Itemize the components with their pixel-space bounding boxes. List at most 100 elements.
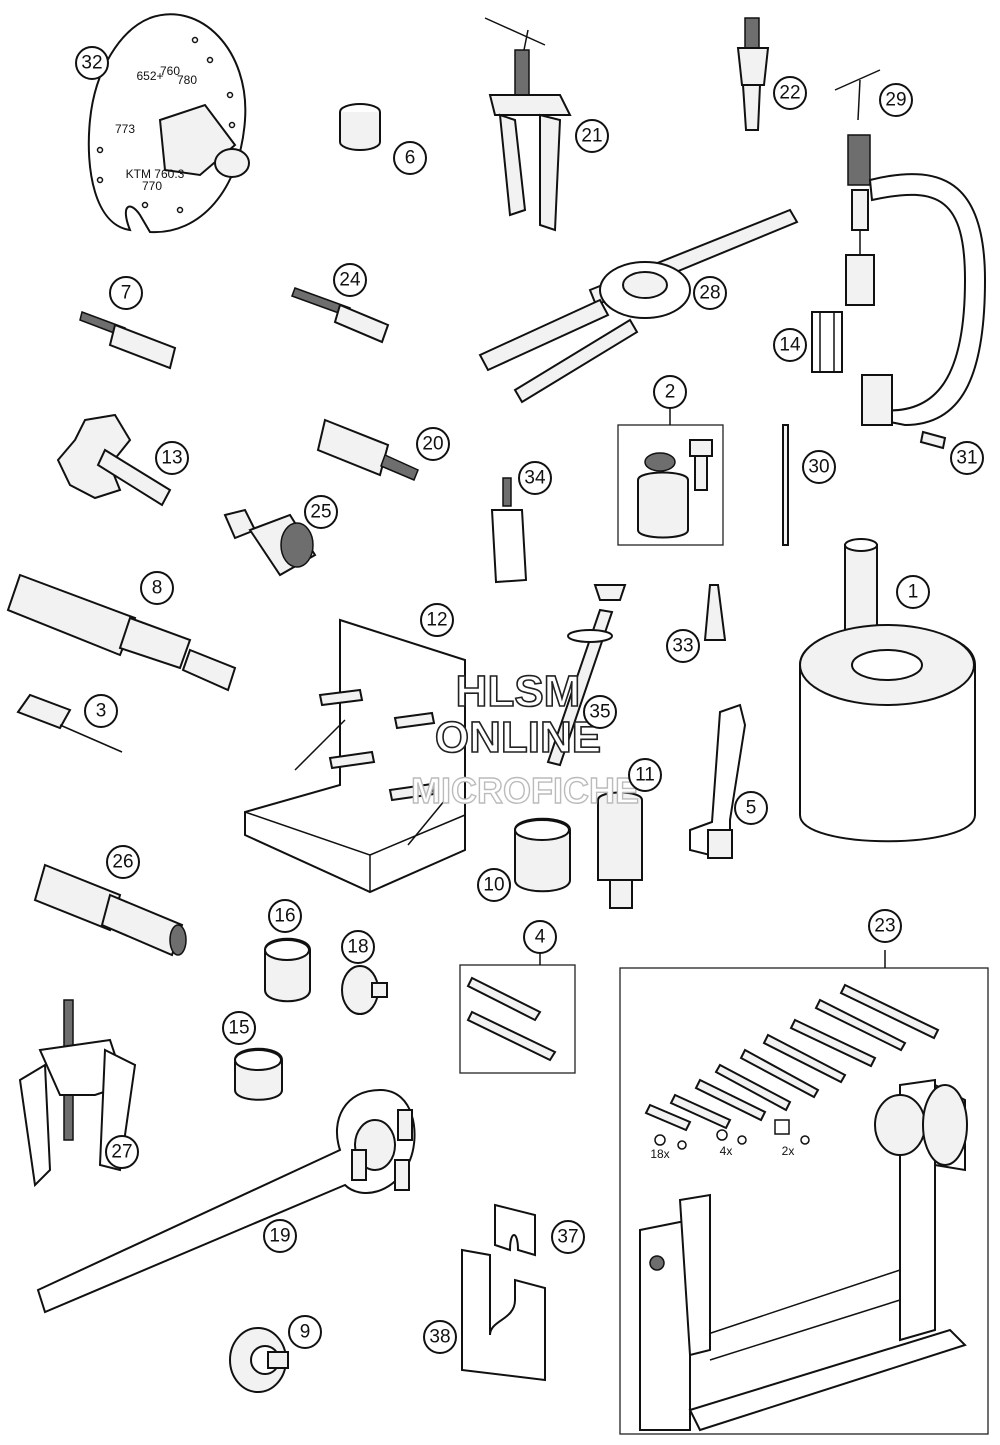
part-27-puller [18,999,137,1188]
part-23-quantities: 18x 4x 2x [650,1144,794,1161]
callout-5: 5 [734,791,768,825]
svg-text:26: 26 [112,852,133,873]
svg-text:7: 7 [121,283,132,304]
part-30-rod [782,424,789,546]
part-7-pin [79,311,177,370]
callout-24: 24 [333,263,367,297]
part-37-plate [494,1203,536,1257]
svg-text:29: 29 [885,90,906,111]
part-38-block [461,1248,546,1382]
part-31-cone [919,430,947,450]
part-11-drift [597,791,643,909]
svg-text:27: 27 [111,1142,132,1163]
callout-35: 35 [583,695,617,729]
svg-text:11: 11 [635,765,655,786]
quantity-4x: 4x [720,1144,733,1158]
callout-1: 1 [896,575,930,609]
part-10-sleeve [514,817,571,893]
svg-text:31: 31 [956,448,977,469]
part-4-bolt-kit [459,950,576,1074]
plate-mark-760: 760 [160,64,180,78]
svg-text:24: 24 [339,270,361,291]
svg-text:15: 15 [228,1018,249,1039]
svg-text:22: 22 [779,83,800,104]
plate-mark-780: 780 [177,73,197,87]
callout-27: 27 [105,1135,139,1169]
svg-text:3: 3 [96,701,107,722]
part-13-knob-tool [56,413,172,507]
svg-text:2: 2 [665,382,676,403]
part-5-bracket [689,703,747,859]
part-2-kit-box [617,406,724,546]
svg-text:35: 35 [589,702,610,723]
quantity-2x: 2x [782,1144,795,1158]
svg-text:19: 19 [269,1226,290,1247]
svg-text:16: 16 [274,906,295,927]
part-15-ring [234,1047,283,1101]
plate-mark-652: 652+ [136,69,163,83]
svg-text:6: 6 [405,148,416,169]
svg-text:20: 20 [422,434,443,455]
part-16-ring [264,937,311,1003]
plate-mark-773: 773 [115,122,135,136]
part-12-engine-stand [244,618,466,894]
svg-text:14: 14 [779,335,801,356]
part-18-bushing [341,965,388,1015]
callout-31: 31 [950,441,984,475]
callout-29: 29 [879,83,913,117]
part-6-ring [339,103,381,151]
watermark: HLSM ONLINE MICROFICHE [410,666,639,812]
callout-15: 15 [222,1011,256,1045]
callout-26: 26 [106,845,140,879]
callout-3: 3 [84,694,118,728]
callout-11: 11 [628,758,662,792]
callout-6: 6 [393,141,427,175]
plate-mark-ktm: KTM 760.3 [126,167,185,181]
watermark-line-1: HLSM [456,667,581,716]
part-1-bearing-press [799,538,976,843]
callouts: 1 2 3 4 5 6 7 8 9 10 11 12 13 14 15 16 1… [75,46,984,1354]
watermark-line-2: ONLINE [435,713,601,762]
part-33-cone [703,584,727,641]
part-23-engine-frame [619,950,989,1435]
part-25-socket [223,508,317,577]
part-22-small-puller [736,17,770,131]
callout-8: 8 [140,571,174,605]
callout-23: 23 [868,909,902,943]
svg-text:21: 21 [581,126,602,147]
svg-text:4: 4 [535,927,546,948]
svg-text:34: 34 [524,468,546,489]
part-24-pin [291,287,390,344]
svg-text:30: 30 [808,457,829,478]
svg-text:23: 23 [874,916,895,937]
callout-25: 25 [304,495,338,529]
callout-33: 33 [666,629,700,663]
svg-text:25: 25 [310,502,331,523]
svg-text:5: 5 [746,798,757,819]
callout-22: 22 [773,76,807,110]
part-34-bottle [490,477,528,584]
callout-14: 14 [773,328,807,362]
part-21-puller [484,17,572,232]
callout-19: 19 [263,1219,297,1253]
svg-text:9: 9 [300,1322,311,1343]
part-8-long-drift [6,573,237,692]
callout-28: 28 [693,276,727,310]
part-3-hook-tool [16,693,123,753]
svg-text:28: 28 [699,283,720,304]
quantity-18x: 18x [650,1147,669,1161]
callout-7: 7 [109,276,143,310]
svg-text:33: 33 [672,636,693,657]
svg-text:8: 8 [152,578,163,599]
part-28-gear-puller [478,208,799,404]
part-14-cage [811,311,843,373]
svg-text:32: 32 [81,53,102,74]
callout-34: 34 [518,461,552,495]
part-29-valve-spring-clamp [834,69,987,427]
callout-10: 10 [477,868,511,902]
callout-20: 20 [416,427,450,461]
svg-text:10: 10 [483,875,504,896]
plate-mark-770: 770 [142,179,162,193]
callout-13: 13 [155,441,189,475]
